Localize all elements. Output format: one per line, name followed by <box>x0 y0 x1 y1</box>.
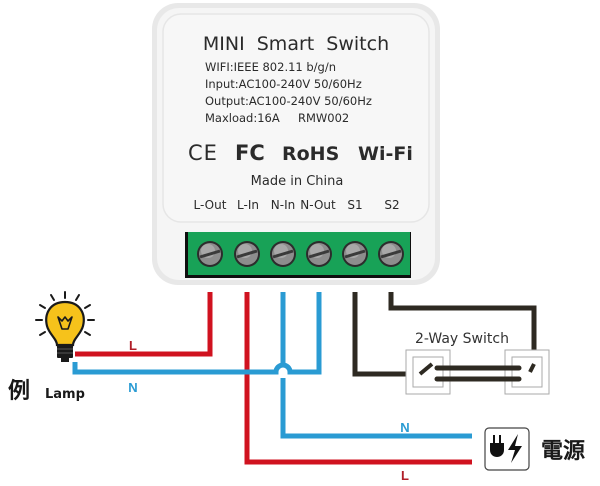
ce-mark: CE <box>188 141 218 165</box>
wire-neutral-lamp <box>72 292 322 375</box>
light-bulb-icon <box>35 291 95 362</box>
terminal-block <box>185 232 411 278</box>
two-way-switch-left <box>405 349 451 395</box>
terminal-label-s2: S2 <box>384 198 399 212</box>
terminal-screw-l-in <box>234 241 260 267</box>
terminal-label-l-in: L-In <box>237 198 259 212</box>
made-in-label: Made in China <box>251 174 344 189</box>
terminal-label-n-in: N-In <box>271 198 295 212</box>
power-source-label: 電源 <box>541 439 585 464</box>
wire-neutral-power <box>280 292 472 439</box>
spec-maxload: Maxload:16A RMW002 <box>205 111 349 125</box>
wifi-mark: Wi-Fi <box>358 143 413 165</box>
terminal-label-s1: S1 <box>347 198 362 212</box>
plug-power-icon <box>484 427 530 471</box>
power-live-label: L <box>401 468 409 483</box>
spec-output: Output:AC100-240V 50/60Hz <box>205 94 372 108</box>
smart-switch-device <box>152 3 440 285</box>
terminal-label-l-out: L-Out <box>194 198 227 212</box>
lamp-neutral-label: N <box>128 380 137 395</box>
terminal-screw-n-out <box>306 241 332 267</box>
device-title: MINI Smart Switch <box>203 33 389 55</box>
terminal-label-n-out: N-Out <box>300 198 336 212</box>
fcc-mark: FC <box>235 141 265 165</box>
wire-live-power <box>244 292 472 465</box>
rohs-mark: RoHS <box>282 143 339 165</box>
two-way-switch-right <box>504 349 550 395</box>
terminal-screw-n-in <box>270 241 296 267</box>
power-neutral-label: N <box>400 420 409 435</box>
lamp-live-label: L <box>129 338 137 353</box>
lamp-label: Lamp <box>45 387 85 402</box>
terminal-screw-s2 <box>378 241 404 267</box>
terminal-screw-s1 <box>342 241 368 267</box>
wire-s1 <box>352 292 418 377</box>
example-prefix: 例 <box>8 379 30 404</box>
terminal-labels: L-Out L-In N-In N-Out S1 S2 <box>194 198 400 212</box>
spec-wifi: WIFI:IEEE 802.11 b/g/n <box>205 60 336 74</box>
spec-input: Input:AC100-240V 50/60Hz <box>205 77 362 91</box>
wire-s2 <box>388 292 537 366</box>
two-way-switch-label: 2-Way Switch <box>415 331 509 347</box>
wire-live-lamp <box>75 292 213 357</box>
terminal-screw-l-out <box>197 241 223 267</box>
